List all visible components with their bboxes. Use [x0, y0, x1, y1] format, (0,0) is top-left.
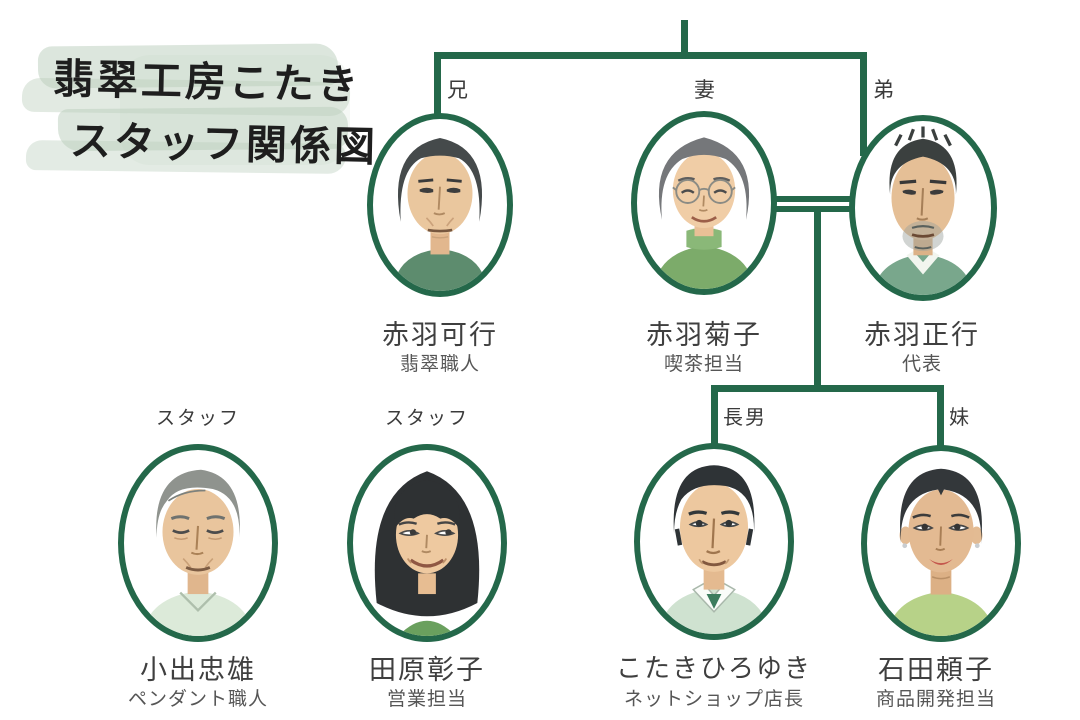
person-role: 商品開発担当	[875, 689, 996, 710]
connector-drop-brother	[434, 52, 441, 122]
person-role: ネットショップ店長	[623, 689, 804, 710]
page-title-line2: スタッフ関係図	[69, 117, 379, 171]
relation-label: 兄	[447, 79, 470, 102]
portrait-illustration	[374, 471, 480, 636]
page-title-line1: 翡翠工房こたき	[52, 55, 362, 109]
connector-drop-younger	[860, 52, 867, 156]
person-role: 喫茶担当	[663, 354, 744, 375]
portrait-illustration	[392, 137, 488, 291]
connector-drop-son	[711, 385, 718, 448]
portrait-illustration	[141, 469, 255, 636]
portrait-kotaki-hiroyuki	[634, 443, 794, 640]
relation-label: スタッフ	[384, 408, 469, 429]
person-name: 赤羽菊子	[646, 320, 762, 350]
person-name: 赤羽正行	[864, 320, 980, 350]
portrait-illustration	[886, 468, 996, 636]
portrait-illustration	[653, 137, 755, 289]
portrait-illustration	[872, 126, 974, 295]
relation-label: 妹	[949, 407, 971, 429]
relation-label: 妻	[694, 79, 717, 102]
portrait-tahara-akiko	[347, 444, 507, 642]
connector-drop-sister	[937, 385, 944, 453]
portrait-illustration	[658, 465, 770, 634]
connector-marriage-descender	[814, 206, 821, 392]
portrait-akabane-masayuki	[849, 115, 997, 301]
portrait-akabane-kikuko	[631, 111, 777, 295]
connector-marriage-top	[774, 196, 852, 202]
person-role: ペンダント職人	[127, 689, 268, 710]
relation-label: スタッフ	[155, 408, 240, 429]
person-name: 小出忠雄	[140, 655, 256, 685]
portrait-akabane-kayuki	[367, 113, 513, 297]
connector-top-stub	[681, 20, 688, 59]
portrait-ishida-yoriko	[861, 445, 1021, 642]
person-role: 翡翠職人	[399, 354, 480, 375]
relation-label: 弟	[873, 79, 896, 102]
relation-label: 長男	[723, 407, 767, 429]
portrait-koide-tadao	[118, 444, 278, 642]
person-role: 代表	[901, 354, 942, 375]
person-role: 営業担当	[386, 689, 467, 710]
connector-children-bar	[711, 385, 944, 392]
person-name: 石田頼子	[878, 655, 994, 685]
connector-marriage-bottom	[774, 206, 852, 212]
person-name: 赤羽可行	[382, 320, 498, 350]
connector-sibling-bar	[434, 52, 867, 59]
person-name: 田原彰子	[369, 655, 485, 685]
person-name: こたきひろゆき	[615, 654, 812, 683]
